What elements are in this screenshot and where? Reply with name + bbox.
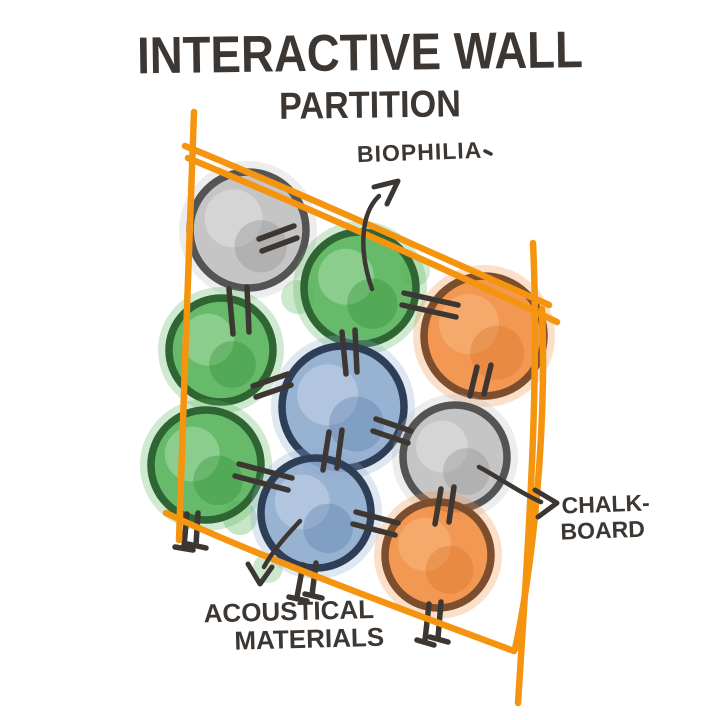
connector-r1c3-r2c3 — [467, 362, 494, 399]
module-paint — [425, 545, 474, 594]
module-paint — [439, 294, 499, 354]
chalkboard-arrow — [476, 464, 560, 520]
module-paint — [209, 341, 256, 388]
module-paint — [416, 420, 468, 473]
module-connectors — [226, 223, 494, 538]
module-paint — [182, 313, 234, 366]
connector-r1c2-r2c2 — [339, 327, 360, 377]
page-title-line2: PARTITION — [278, 81, 462, 128]
module-paint — [318, 248, 374, 305]
module-r1c2-green — [293, 221, 427, 355]
module-paint — [470, 325, 525, 380]
connector-r2c2-r2c3 — [370, 416, 414, 446]
chalkboard-label-line2: BOARD — [560, 515, 646, 545]
connector-r2c2-r3c2 — [320, 427, 345, 473]
connector-r1c1-r2c1 — [226, 284, 252, 337]
frame-bottom-edge — [162, 509, 518, 655]
acoustical-arrow — [245, 518, 303, 587]
module-paint — [204, 189, 263, 248]
module-r2c3-gray — [392, 394, 518, 520]
module-paint — [297, 364, 359, 426]
module-paint — [303, 503, 353, 554]
module-r3c2-blue — [250, 447, 382, 579]
page-title-line1: INTERACTIVE WALL — [136, 21, 584, 86]
frame-right-edge-a — [514, 239, 539, 707]
module-outline — [147, 406, 265, 524]
module-outline — [165, 294, 277, 406]
biophilia-label: BIOPHILIA — [356, 136, 483, 168]
module-paint — [443, 448, 490, 495]
module-paint — [328, 396, 384, 452]
annotation-arrows — [245, 149, 560, 587]
acoustical-label: ACOUSTICAL MATERIALS — [203, 594, 390, 656]
acoustical-label-line2: MATERIALS — [233, 621, 385, 656]
frame-top-edge-b — [184, 154, 561, 326]
module-paint — [193, 455, 243, 506]
biophilia-arrow — [361, 178, 401, 292]
connector-r2c3-r3c3 — [432, 484, 457, 527]
module-paint — [398, 517, 452, 571]
chalkboard-label: CHALK- BOARD — [560, 489, 651, 545]
connector-r1c1-r1c2 — [256, 223, 300, 254]
module-r3c3-orange — [374, 491, 502, 619]
connector-r2c1-r2c2 — [250, 371, 294, 400]
stray-mark — [483, 149, 493, 156]
connector-r3c2-r3c3 — [350, 509, 401, 538]
connector-r1c2-r1c3 — [399, 290, 461, 320]
chalkboard-label-line1: CHALK- — [561, 489, 651, 519]
module-paint — [347, 278, 398, 329]
connector-r3c1-r3c2 — [232, 461, 295, 493]
support-legs — [172, 510, 451, 648]
